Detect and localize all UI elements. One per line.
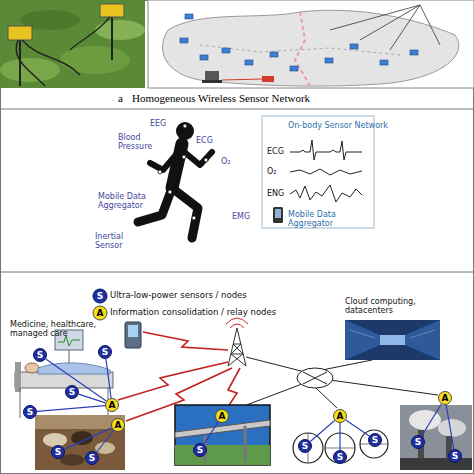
sensor-label: EMG <box>232 212 250 221</box>
node-letter: S <box>37 351 43 360</box>
gateway-icon <box>262 76 274 82</box>
node-letter: S <box>197 446 203 455</box>
factory-photo <box>400 405 472 470</box>
sensor-node: S <box>85 451 99 465</box>
sensor-label: Inertial Sensor <box>95 232 137 250</box>
legend-samples <box>93 289 107 320</box>
node-letter: A <box>109 401 116 410</box>
scene-label: Cloud computing, datacenters <box>345 297 445 315</box>
sensor-node: S <box>33 348 47 362</box>
sensor-node: S <box>98 345 112 359</box>
sensor-link <box>346 420 369 436</box>
relay-node: A <box>333 409 347 423</box>
legend-symbol: S <box>93 289 107 303</box>
legend-symbol: A <box>93 306 107 320</box>
legend-text: Ultra-low-power sensors / nodes <box>110 291 247 300</box>
node-letter: S <box>55 448 61 457</box>
sensor-link <box>204 422 218 444</box>
bridge-picture <box>175 405 270 465</box>
sensor-link <box>64 428 111 449</box>
network-hub <box>228 357 438 412</box>
node-letter: S <box>102 348 108 357</box>
node-letter: S <box>337 453 343 462</box>
relay-node: A <box>215 409 229 423</box>
laptop-icon <box>202 71 222 83</box>
relay-node: A <box>105 398 119 412</box>
signal-label: ECG <box>267 147 284 156</box>
node-letter: A <box>442 394 449 403</box>
sensor-label: ECG <box>196 136 213 145</box>
sensor-node: S <box>333 450 347 464</box>
signal-panel <box>262 116 374 228</box>
phone-icon <box>273 207 283 223</box>
sensor-node: S <box>65 385 79 399</box>
node-letter: A <box>115 421 122 430</box>
node-letter: S <box>372 436 378 445</box>
node-letter: A <box>219 412 226 421</box>
signal-label: O₂ <box>267 167 277 176</box>
sensor-node: S <box>51 445 65 459</box>
sensor-node: S <box>411 435 425 449</box>
panel-caption: Homogeneous Wireless Sensor Network <box>132 92 310 105</box>
device-label: Mobile Data Aggregator <box>288 210 368 228</box>
sensor-label: Blood Pressure <box>118 133 160 151</box>
sensor-node: S <box>298 439 312 453</box>
pda-icon <box>125 322 141 348</box>
node-letter: S <box>452 452 458 461</box>
wheel-sensors <box>290 408 390 470</box>
sensor-label: Mobile Data Aggregator <box>98 192 153 210</box>
sensor-link <box>339 423 340 450</box>
sensor-link <box>96 430 113 452</box>
sensor-link <box>37 406 105 412</box>
sensor-link <box>46 359 107 401</box>
sensor-link <box>106 359 111 398</box>
node-letter: S <box>302 442 308 451</box>
sensor-node: S <box>448 449 462 463</box>
sensor-link <box>79 394 106 403</box>
datacenter-photo <box>345 320 440 360</box>
legend-text: Information consolidation / relay nodes <box>110 308 276 317</box>
node-letter: A <box>337 412 344 421</box>
sensor-link <box>422 404 442 436</box>
scene-label: Medicine, healthcare, managed care <box>10 320 98 338</box>
relay-node: A <box>111 418 125 432</box>
sensor-node: S <box>368 433 382 447</box>
sensor-link <box>446 405 454 449</box>
field-photo <box>0 0 145 88</box>
hospital-scene <box>15 330 113 418</box>
node-letter: S <box>69 388 75 397</box>
panel-letter: a <box>118 92 123 105</box>
node-letter: S <box>415 438 421 447</box>
panel-title: On-body Sensor Network <box>288 121 388 130</box>
sensor-node: S <box>23 405 37 419</box>
sensor-label: O₂ <box>221 157 231 166</box>
network-map <box>148 0 474 88</box>
radio-tower <box>226 318 248 366</box>
sensor-label: EEG <box>150 119 166 128</box>
relay-node: A <box>438 391 452 405</box>
sensor-link <box>310 421 334 442</box>
node-letter: S <box>27 408 33 417</box>
runner-figure <box>138 122 212 238</box>
node-letter: S <box>89 454 95 463</box>
sensor-node: S <box>193 443 207 457</box>
cattle-photo <box>35 415 125 470</box>
signal-label: ENG <box>267 189 284 198</box>
